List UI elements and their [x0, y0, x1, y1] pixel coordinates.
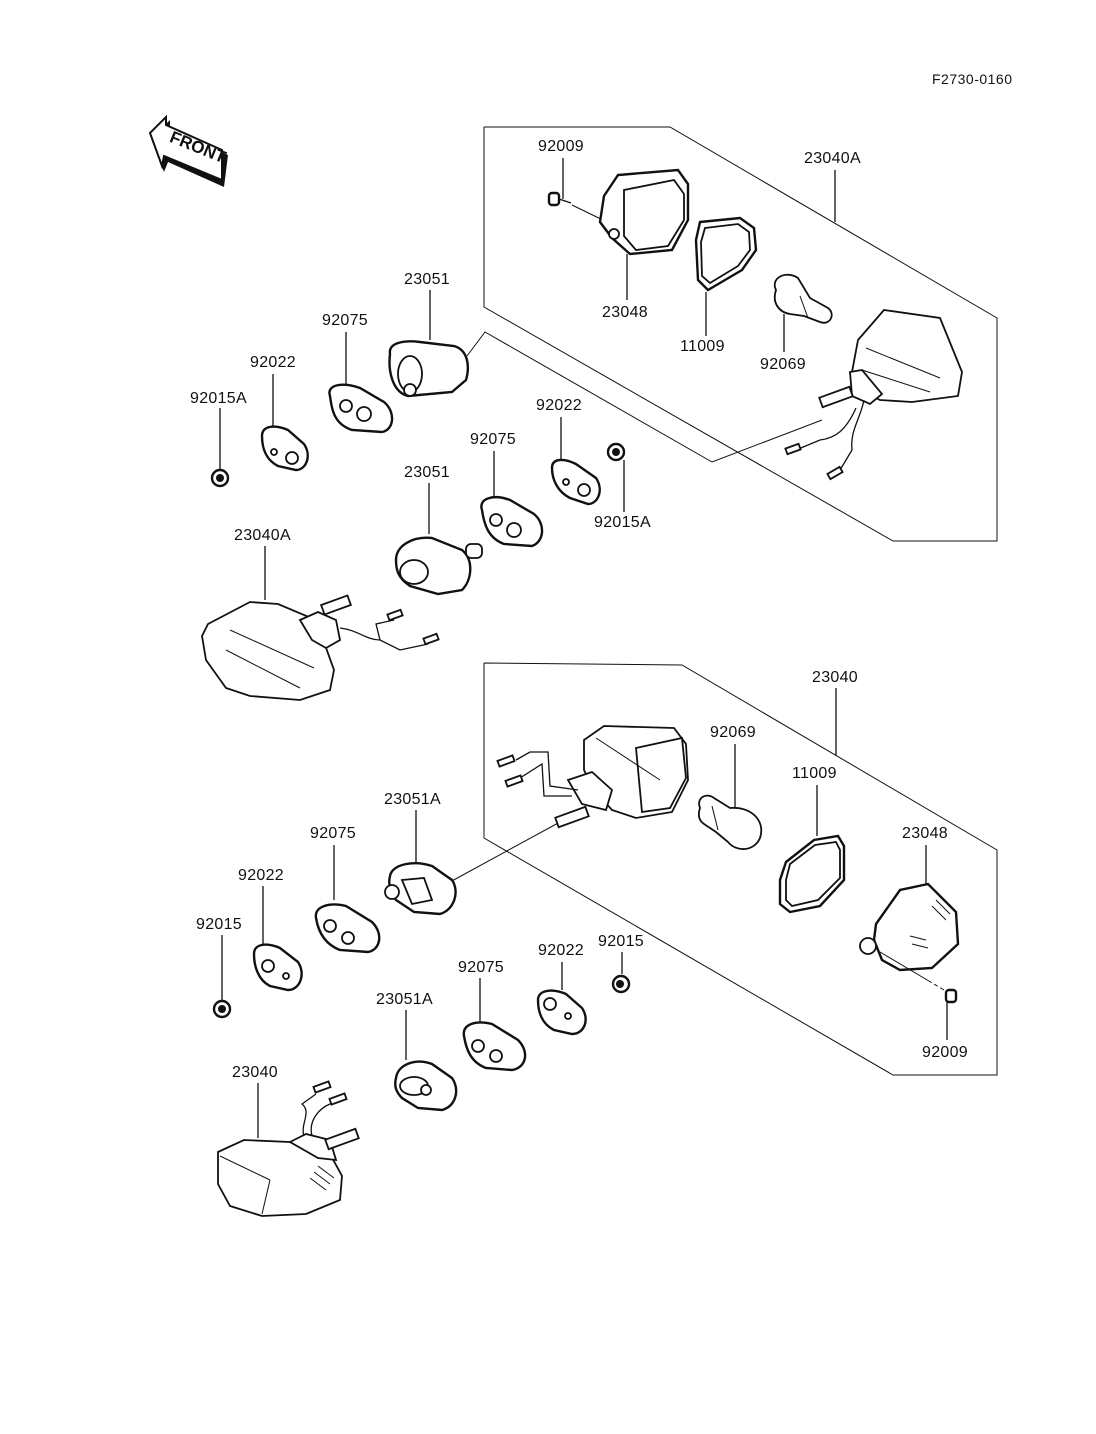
plate-part	[550, 458, 601, 506]
screw-part	[944, 988, 958, 1004]
screw-part	[547, 191, 608, 223]
label-grommet-lower-right: 92075	[458, 959, 504, 976]
label-holder-lower-left: 23051A	[384, 791, 441, 808]
label-nut-upper-right: 92015A	[594, 514, 651, 531]
label-plate-upper-right: 92022	[536, 397, 582, 414]
gasket-part	[694, 216, 758, 292]
plate-part	[260, 425, 309, 472]
holder-part	[388, 340, 469, 398]
signal-housing-lower-box	[496, 725, 689, 829]
signal-housing-upper-right	[784, 309, 963, 481]
lower-assembly-box	[449, 662, 998, 1076]
label-gasket-upper: 11009	[680, 338, 725, 355]
label-lens-upper: 23048	[602, 304, 648, 321]
signal-housing-upper-left	[201, 594, 440, 701]
label-gasket-lower: 11009	[792, 765, 837, 782]
holder-part	[394, 536, 483, 596]
label-plate-lower-left: 92022	[238, 867, 284, 884]
label-nut-lower-right: 92015	[598, 933, 644, 950]
label-screw-lower: 92009	[922, 1044, 968, 1061]
bulb-part	[773, 273, 833, 324]
holder-part	[394, 1060, 458, 1112]
grommet-part	[328, 383, 394, 434]
label-screw-upper: 92009	[538, 138, 584, 155]
label-signal-lower-left: 23040	[232, 1064, 278, 1081]
nut-part	[606, 442, 626, 462]
label-nut-lower-left: 92015	[196, 916, 242, 933]
label-plate-upper-left: 92022	[250, 354, 296, 371]
nut-part	[212, 999, 232, 1019]
bulb-part	[697, 794, 763, 850]
diagram-code: F2730-0160	[932, 71, 1013, 87]
nut-part	[210, 468, 230, 488]
label-grommet-upper-left: 92075	[322, 312, 368, 329]
lens-part	[859, 882, 960, 991]
label-bulb-lower: 92069	[710, 724, 756, 741]
signal-housing-lower-left	[217, 1080, 360, 1217]
label-grommet-lower-left: 92075	[310, 825, 356, 842]
label-nut-upper-left: 92015A	[190, 390, 247, 407]
nut-part	[611, 974, 631, 994]
label-bulb-upper: 92069	[760, 356, 806, 373]
grommet-part	[480, 496, 544, 548]
lens-part	[598, 168, 690, 256]
label-plate-lower-right: 92022	[538, 942, 584, 959]
lower-box-label: 23040	[812, 669, 858, 686]
label-holder-upper-left: 23051	[404, 271, 450, 288]
grommet-part	[462, 1021, 527, 1072]
label-grommet-upper-right: 92075	[470, 431, 516, 448]
holder-part	[384, 862, 457, 916]
label-lens-lower: 23048	[902, 825, 948, 842]
plate-part	[536, 989, 587, 1036]
gasket-part	[778, 834, 846, 914]
upper-box-label: 23040A	[804, 150, 861, 167]
label-holder-upper-right: 23051	[404, 464, 450, 481]
front-arrow-icon: FRONT	[148, 114, 229, 187]
label-signal-upper-left: 23040A	[234, 527, 291, 544]
upper-assembly-box	[466, 126, 998, 542]
plate-part	[252, 943, 303, 992]
label-holder-lower-right: 23051A	[376, 991, 433, 1008]
grommet-part	[314, 903, 381, 954]
